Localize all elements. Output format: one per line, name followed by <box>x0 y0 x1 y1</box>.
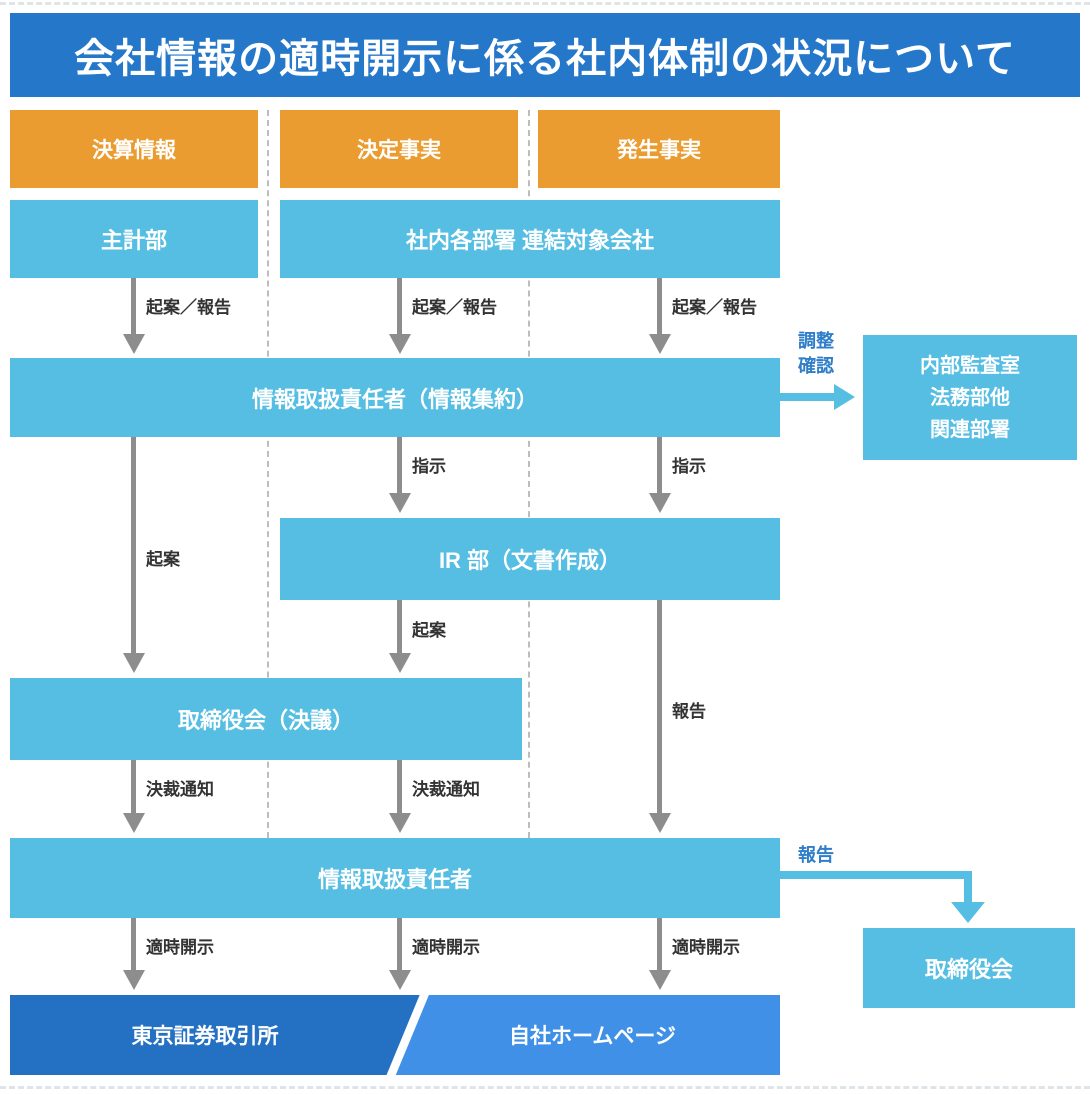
edge-label-approval-notice: 決裁通知 <box>146 780 214 799</box>
node-accounting-dept: 主計部 <box>10 200 258 278</box>
edge-label-approval-notice: 決裁通知 <box>412 780 480 799</box>
down-arrow <box>131 760 136 813</box>
down-arrow <box>657 278 662 334</box>
bottom-dashed-rule <box>0 1086 1090 1089</box>
node-category-financial-results: 決算情報 <box>10 110 258 188</box>
top-dashed-rule <box>0 2 1090 5</box>
audit-line1: 内部監査室 <box>920 354 1020 377</box>
node-category-occurred-facts: 発生事実 <box>538 110 780 188</box>
node-tse-label: 東京証券取引所 <box>131 1025 279 1048</box>
down-arrow <box>131 437 136 653</box>
node-ir-dept: IR 部（文書作成） <box>280 518 780 600</box>
down-arrow-head-icon <box>951 902 985 923</box>
disclosure-outlets: 東京証券取引所 自社ホームページ <box>10 995 780 1075</box>
node-website-label: 自社ホームページ <box>509 1025 676 1048</box>
edge-label-instruct: 指示 <box>672 457 706 476</box>
edge-label-report: 報告 <box>672 702 706 721</box>
down-arrow <box>397 600 402 653</box>
audit-line2: 法務部他 <box>930 386 1010 409</box>
elbow-arrow <box>964 871 972 902</box>
down-arrow <box>657 918 662 970</box>
edge-label-report-blue: 報告 <box>798 845 834 865</box>
down-arrow <box>397 760 402 813</box>
edge-label-draft: 起案 <box>146 550 180 569</box>
node-info-manager: 情報取扱責任者 <box>10 838 780 918</box>
edge-label-draft-report: 起案／報告 <box>146 298 231 317</box>
node-board-resolution: 取締役会（決議） <box>10 678 522 760</box>
edge-label-instruct: 指示 <box>412 457 446 476</box>
page-title: 会社情報の適時開示に係る社内体制の状況について <box>10 13 1080 97</box>
audit-line3: 関連部署 <box>930 418 1010 441</box>
edge-label-confirm: 確認 <box>798 356 834 376</box>
elbow-arrow <box>780 871 972 879</box>
edge-label-draft: 起案 <box>412 621 446 640</box>
down-arrow <box>657 437 662 493</box>
node-audit-legal-depts: 内部監査室 法務部他 関連部署 <box>863 335 1077 460</box>
edge-label-adjust-confirm: 調整 確認 <box>798 329 834 379</box>
right-arrow <box>780 393 834 401</box>
edge-label-timely-disclosure: 適時開示 <box>412 938 480 957</box>
down-arrow <box>131 918 136 970</box>
node-website-bg <box>395 995 780 1075</box>
edge-label-timely-disclosure: 適時開示 <box>672 938 740 957</box>
down-arrow <box>397 918 402 970</box>
edge-label-adjust: 調整 <box>798 331 834 351</box>
node-internal-depts: 社内各部署 連結対象会社 <box>280 200 780 278</box>
column-divider-1 <box>267 110 269 838</box>
down-arrow <box>397 278 402 334</box>
node-category-decided-facts: 決定事実 <box>280 110 518 188</box>
column-divider-2 <box>528 110 530 838</box>
node-board: 取締役会 <box>863 928 1075 1008</box>
right-arrow-head-icon <box>834 384 855 410</box>
down-arrow <box>131 278 136 334</box>
edge-label-timely-disclosure: 適時開示 <box>146 938 214 957</box>
down-arrow <box>397 437 402 493</box>
node-info-manager-collect: 情報取扱責任者（情報集約） <box>10 358 780 437</box>
down-arrow <box>657 600 662 813</box>
node-tse-bg <box>10 995 420 1075</box>
edge-label-draft-report: 起案／報告 <box>412 298 497 317</box>
edge-label-draft-report: 起案／報告 <box>672 298 757 317</box>
